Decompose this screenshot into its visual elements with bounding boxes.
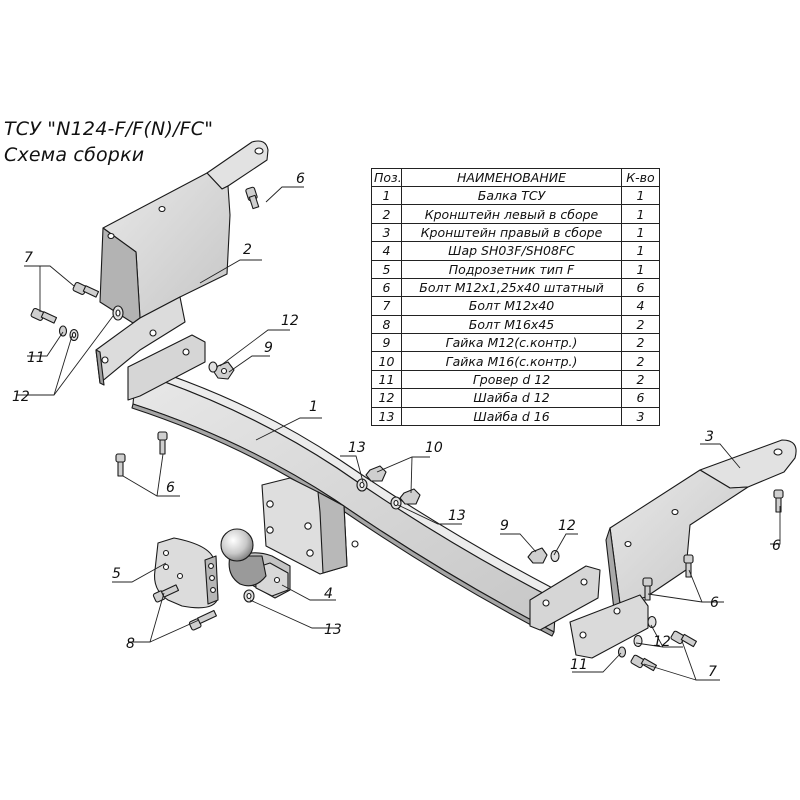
washer-12-right-nut: [550, 549, 560, 563]
header-name: НАИМЕНОВАНИЕ: [401, 168, 622, 187]
callout-7-left: 7: [24, 250, 33, 266]
callout-6-top: 6: [296, 171, 305, 187]
callout-5: 5: [112, 566, 121, 582]
bolt-7-lower: [30, 307, 58, 324]
washer-13-lower: [243, 589, 255, 603]
callout-4: 4: [324, 586, 333, 602]
callout-6-right: 6: [772, 538, 781, 554]
row-quantity: 1: [621, 185, 660, 206]
row-name: Болт M16x45: [401, 314, 622, 335]
callout-1: 1: [309, 399, 318, 415]
callout-12-right-lower: 12: [653, 634, 671, 650]
row-name: Кронштейн правый в сборе: [401, 222, 622, 243]
row-quantity: 1: [621, 204, 660, 224]
row-name: Шайба d 12: [401, 388, 622, 408]
callout-13-top: 13: [348, 440, 366, 456]
callout-9-right: 9: [500, 518, 509, 534]
callout-11-right: 11: [570, 657, 588, 673]
washer-12-lower-left: [69, 328, 79, 342]
row-name: Балка ТСУ: [401, 185, 622, 206]
left-bracket: [95, 140, 269, 386]
callout-13-middle: 13: [448, 508, 466, 524]
bolt-6-beam-left: [115, 431, 168, 477]
row-position: 13: [371, 406, 402, 426]
callout-6-right-lower: 6: [710, 595, 719, 611]
row-quantity: 1: [621, 222, 660, 243]
washer-12-near-nut-9-left: [208, 361, 218, 373]
nut-9-right: [527, 547, 548, 564]
callout-2: 2: [243, 242, 252, 258]
row-quantity: 6: [621, 388, 660, 408]
spring-washer-11-right: [617, 646, 627, 658]
callout-6-left: 6: [166, 480, 175, 496]
spring-washer-11-left: [58, 325, 68, 337]
callout-8: 8: [126, 636, 135, 652]
callout-labels: 1 2 3 4 5 6 6 6 6 7 7 8 9 9 10 11 11 12 …: [12, 171, 781, 680]
bolt-7-upper: [72, 281, 100, 298]
bolt-6-right-bracket: [642, 489, 784, 601]
callout-9-left: 9: [264, 340, 273, 356]
tow-bar-beam: [127, 334, 601, 637]
callout-leaders: [16, 186, 781, 681]
row-position: 3: [371, 222, 402, 243]
bolt-6-top-right: [245, 186, 260, 210]
bolts-7-right: [630, 630, 697, 672]
row-name: Болт M12x40: [401, 296, 622, 316]
row-name: Кронштейн левый в сборе: [401, 204, 622, 224]
callout-13-lower: 13: [324, 622, 342, 638]
row-name: Болт M12x1,25x40 штатный: [401, 277, 622, 298]
callout-11-left: 11: [27, 350, 45, 366]
right-bracket: [569, 439, 797, 659]
callout-3: 3: [705, 429, 714, 445]
callout-12-upper: 12: [281, 313, 299, 329]
tow-ball: [220, 528, 291, 599]
callout-7-right: 7: [708, 664, 717, 680]
callout-12-right: 12: [558, 518, 576, 534]
diagram-subtitle: Схема сборки: [4, 144, 145, 166]
washer-12-upper-left: [112, 305, 124, 321]
nuts-10: [365, 465, 421, 505]
diagram-title: ТСУ "N124-F/F(N)/FC": [4, 118, 214, 140]
callout-12-left: 12: [12, 389, 30, 405]
row-quantity: 3: [621, 406, 660, 426]
callout-10: 10: [425, 440, 443, 456]
row-name: Подрозетник тип F: [401, 259, 622, 279]
row-name: Шайба d 16: [401, 406, 622, 426]
